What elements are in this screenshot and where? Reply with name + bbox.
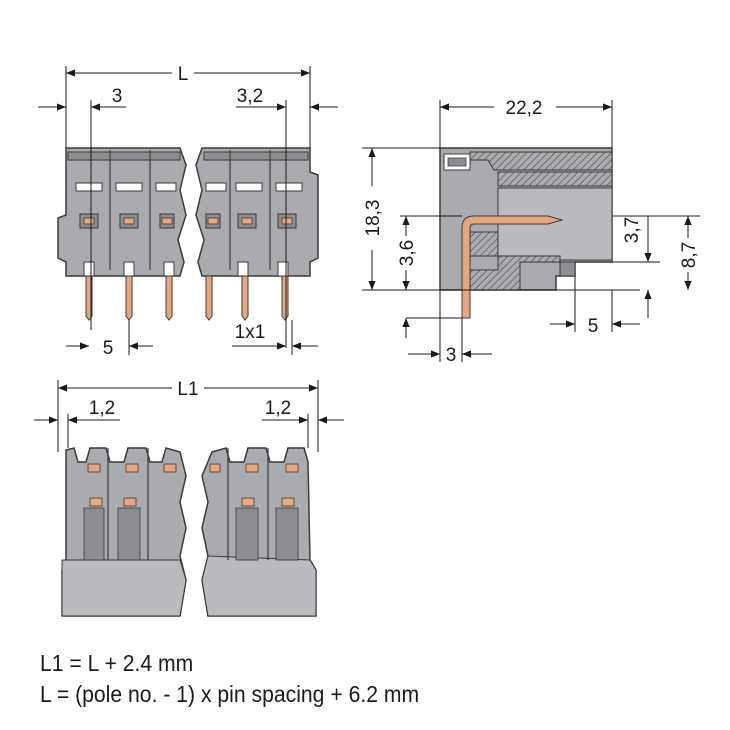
formula-l1: L1 = L + 2.4 mm	[40, 650, 194, 676]
front-view-body-right	[195, 147, 319, 277]
dim-side-height: 8,7	[679, 242, 700, 268]
formula-l: L = (pole no. - 1) x pin spacing + 6.2 m…	[40, 681, 420, 707]
dim-pin-size: 1x1	[235, 322, 266, 343]
front-top-band-left	[67, 151, 181, 161]
side-view-dimensions	[362, 100, 700, 362]
dim-pitch-left: 3	[112, 86, 123, 107]
front-view-dimensions	[38, 66, 338, 355]
dim-L1: L1	[177, 379, 198, 400]
solder-pin	[241, 275, 249, 321]
dim-side-offset: 5	[588, 316, 599, 337]
front-view-body-left	[57, 147, 187, 277]
dim-edge-left: 1,2	[89, 398, 115, 419]
side-view	[439, 147, 613, 319]
dim-height: 18,3	[363, 200, 384, 237]
female-view-dimensions	[34, 380, 344, 452]
dim-depth: 22,2	[506, 98, 543, 119]
dim-pitch-right: 3,2	[237, 86, 263, 107]
solder-pin	[125, 275, 133, 321]
side-view-contact	[461, 215, 564, 319]
dim-edge-right: 1,2	[265, 398, 291, 419]
female-view	[61, 447, 317, 617]
solder-pin	[205, 275, 213, 321]
front-view	[57, 147, 319, 321]
dim-pin-spacing: 5	[103, 338, 114, 359]
dim-pin-height: 3,6	[397, 240, 418, 266]
dim-pin-offset-top: 3,7	[622, 217, 643, 243]
dim-L: L	[178, 64, 189, 85]
dim-pin-offset-side: 3	[446, 345, 457, 366]
solder-pin	[281, 275, 289, 321]
solder-pin	[165, 275, 173, 321]
front-top-band-right	[203, 151, 309, 161]
